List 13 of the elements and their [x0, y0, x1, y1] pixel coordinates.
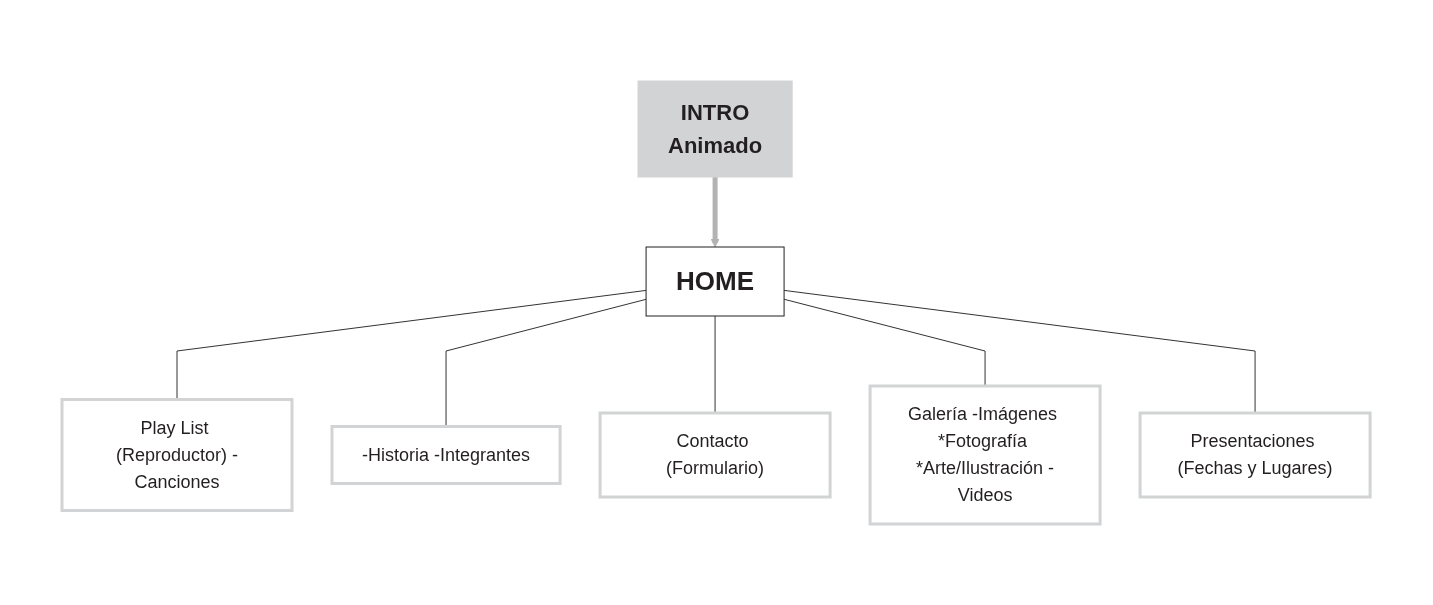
node-box: Contacto (Formulario): [599, 411, 833, 499]
node-box: HOME: [646, 246, 786, 317]
node-box: Play List (Reproductor) -Canciones: [60, 398, 294, 512]
connector: [446, 298, 648, 427]
arrow: [711, 177, 720, 248]
connector: [715, 315, 717, 414]
node-box: INTRO Animado: [637, 80, 794, 178]
node-box: Presentaciones (Fechas y Lugares): [1139, 411, 1373, 499]
connector: [784, 289, 1257, 414]
connector: [784, 298, 987, 387]
connector: [176, 289, 648, 400]
node-box: Galería -Imágenes *Fotografía *Arte/Ilustración -Videos: [869, 384, 1103, 526]
node-box: -Historia -Integrantes: [330, 425, 563, 485]
